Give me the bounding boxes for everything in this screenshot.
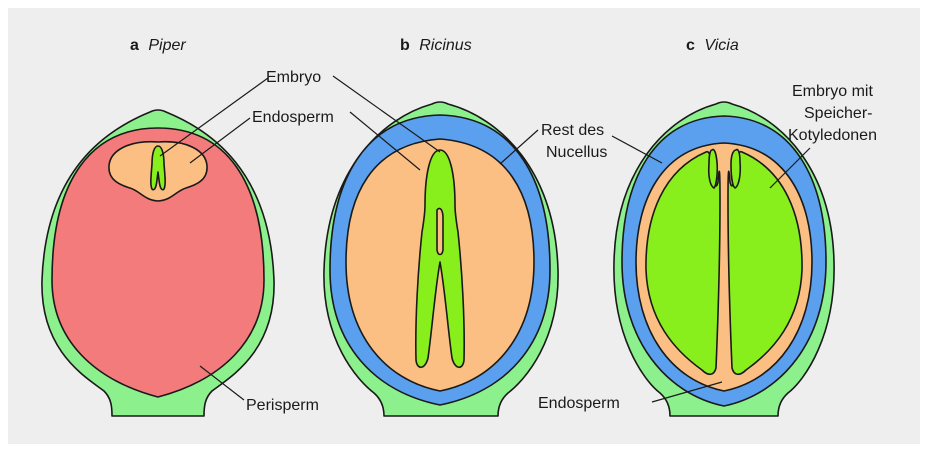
title-a-name: Piper [148,37,186,54]
embryo-slit [437,208,443,254]
label-embryo-mit-line2: Speicher- [804,105,872,122]
title-b-letter: b [400,37,410,54]
title-c-letter: c [686,37,695,54]
label-embryo: Embryo [266,69,321,86]
title-b-name: Ricinus [419,37,471,54]
label-endosperm-a: Endosperm [252,109,334,126]
title-a-letter: a [130,37,139,54]
title-c: c Vicia [686,37,739,54]
label-perisperm: Perisperm [246,397,319,414]
title-c-name: Vicia [704,37,738,54]
title-a: a Piper [130,37,186,54]
label-rest-line2: Nucellus [546,144,607,161]
label-rest-line1: Rest des [541,122,604,139]
label-embryo-mit-line3: Kotyledonen [788,127,877,144]
title-b: b Ricinus [400,37,472,54]
label-embryo-mit-line1: Embryo mit [792,83,873,100]
label-endosperm-c: Endosperm [538,395,620,412]
